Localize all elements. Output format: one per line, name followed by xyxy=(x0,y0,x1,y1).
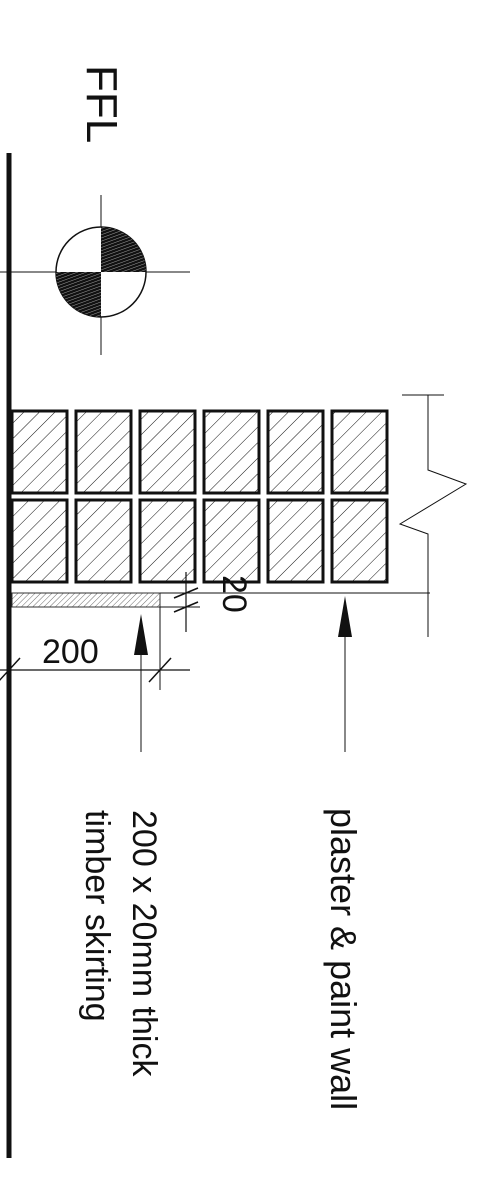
brick xyxy=(10,409,69,495)
wall-annotation: plaster & paint wall xyxy=(323,808,364,1110)
brick xyxy=(202,498,261,584)
brick xyxy=(10,498,69,584)
brick xyxy=(138,498,197,584)
brick xyxy=(266,498,325,584)
skirting-annotation-line2: timber skirting xyxy=(78,810,116,1022)
datum-level-icon xyxy=(0,195,190,355)
skirting-leader xyxy=(134,614,148,752)
break-line-icon xyxy=(398,394,468,637)
brick xyxy=(74,498,133,584)
brick xyxy=(202,409,261,495)
brick xyxy=(138,409,197,495)
dimension-skirting-height xyxy=(0,607,190,690)
ffl-label: FFL xyxy=(77,65,126,143)
wall-leader xyxy=(338,596,352,752)
brick-wall xyxy=(10,409,389,584)
skirting-annotation-line1: 200 x 20mm thick xyxy=(125,810,163,1077)
dimension-skirting-thickness xyxy=(160,572,232,632)
brick xyxy=(330,498,389,584)
brick xyxy=(330,409,389,495)
dimension-label-20: 20 xyxy=(215,575,253,613)
brick xyxy=(266,409,325,495)
timber-skirting xyxy=(11,592,161,608)
dimension-label-200: 200 xyxy=(42,633,99,671)
brick xyxy=(74,409,133,495)
